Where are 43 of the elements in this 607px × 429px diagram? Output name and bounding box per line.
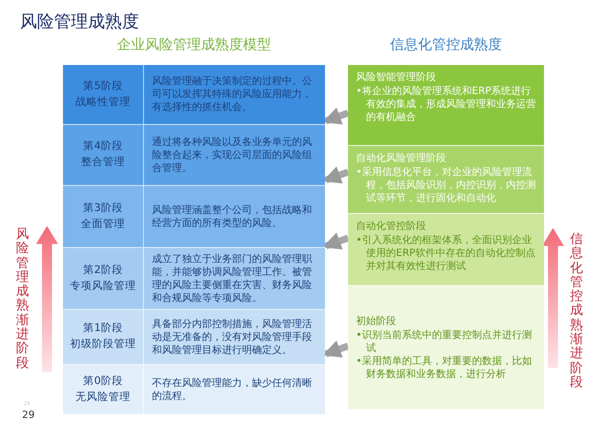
stage-panel: [348, 214, 544, 286]
stage-panel: [348, 286, 544, 410]
stage-row: [63, 186, 325, 248]
stage-row: [63, 125, 325, 186]
stage-description: 具备部分内部控制措施，风险管理活动是无准备的，没有对风险管理手段和风险管理目标进行明确定义。: [151, 318, 313, 358]
stage-panel: [348, 146, 544, 214]
panel-heading: 自动化管控阶段: [356, 220, 427, 233]
vertical-label: 信息化管控成熟渐进阶段: [570, 233, 583, 390]
panel-heading: 风险智能管理阶段: [356, 71, 437, 84]
stage-description: 风险管理融于决策制定的过程中。公司可以发挥其特殊的风险应用能力，有选择性的抓住机会。: [151, 74, 313, 115]
stage-description: 风险管理涵盖整个公司，包括战略和经营方面的所有类型的风险。: [151, 204, 313, 230]
stage-row: [63, 65, 325, 125]
stage-row: [63, 310, 325, 365]
bullet-item: •引入系统化的框架体系，全面识别企业使用的ERP软件中存在的自动化控制点并对其有效性进行测试: [356, 234, 536, 273]
stage-label: 第4阶段: [83, 139, 123, 154]
stage-row: [63, 365, 325, 415]
stage-label: 第5阶段: [83, 78, 123, 94]
stage-label: 第2阶段: [83, 262, 123, 278]
stage-description: 成立了独立于业务部门的风险管理职能，并能够协调风险管理工作。被管理的风险主要侧重在灾害、财务风险和合规风险等专项风险。: [151, 252, 313, 306]
bullet-item: •识别当前系统中的重要控制点并进行测试: [356, 328, 533, 354]
page-number: 29: [22, 410, 35, 421]
stage-label: 第3阶段: [83, 200, 123, 216]
bullet-item: •采用信息化平台，对企业的风险管理流程，包括风险识别，内控识别，内控测试等环节，进行固化和自动化: [356, 166, 536, 205]
page-title: 风险管理成熟度: [20, 11, 139, 33]
stage-label: 第0阶段: [83, 374, 123, 389]
panel-heading: 初始阶段: [356, 314, 397, 328]
bullet-item: •将企业的风险管理系统和ERP系统进行有效的集成，形成风险管理和业务运营的有机融合: [356, 85, 536, 124]
panel-heading: 自动化风险管理阶段: [356, 152, 447, 165]
stage-description: 通过将各种风险以及各业务单元的风险整合起来，实现公司层面的风险组合管理。: [151, 136, 313, 176]
stage-row: [63, 248, 325, 310]
stage-label: 初级阶段管理: [70, 337, 136, 352]
stage-label: 全面管理: [81, 216, 125, 232]
stage-description: 不存在风险管理能力，缺少任何清晰的流程。: [151, 376, 313, 404]
stage-label: 战略性管理: [76, 94, 130, 110]
vertical-label: 风险管理成熟渐进阶段: [16, 228, 29, 371]
stage-label: 专项风险管理: [70, 278, 136, 294]
stage-panel: [348, 65, 544, 146]
column-heading: 企业风险管理成熟度模型: [116, 36, 272, 54]
stage-label: 无风险管理: [76, 390, 130, 404]
stage-label: 第1阶段: [83, 321, 123, 336]
bullet-item: •采用简单的工具，对重要的数据，比如财务数据和业务数据，进行分析: [356, 354, 533, 380]
stage-label: 整合管理: [81, 155, 125, 170]
column-heading: 信息化管控成熟度: [389, 36, 503, 54]
